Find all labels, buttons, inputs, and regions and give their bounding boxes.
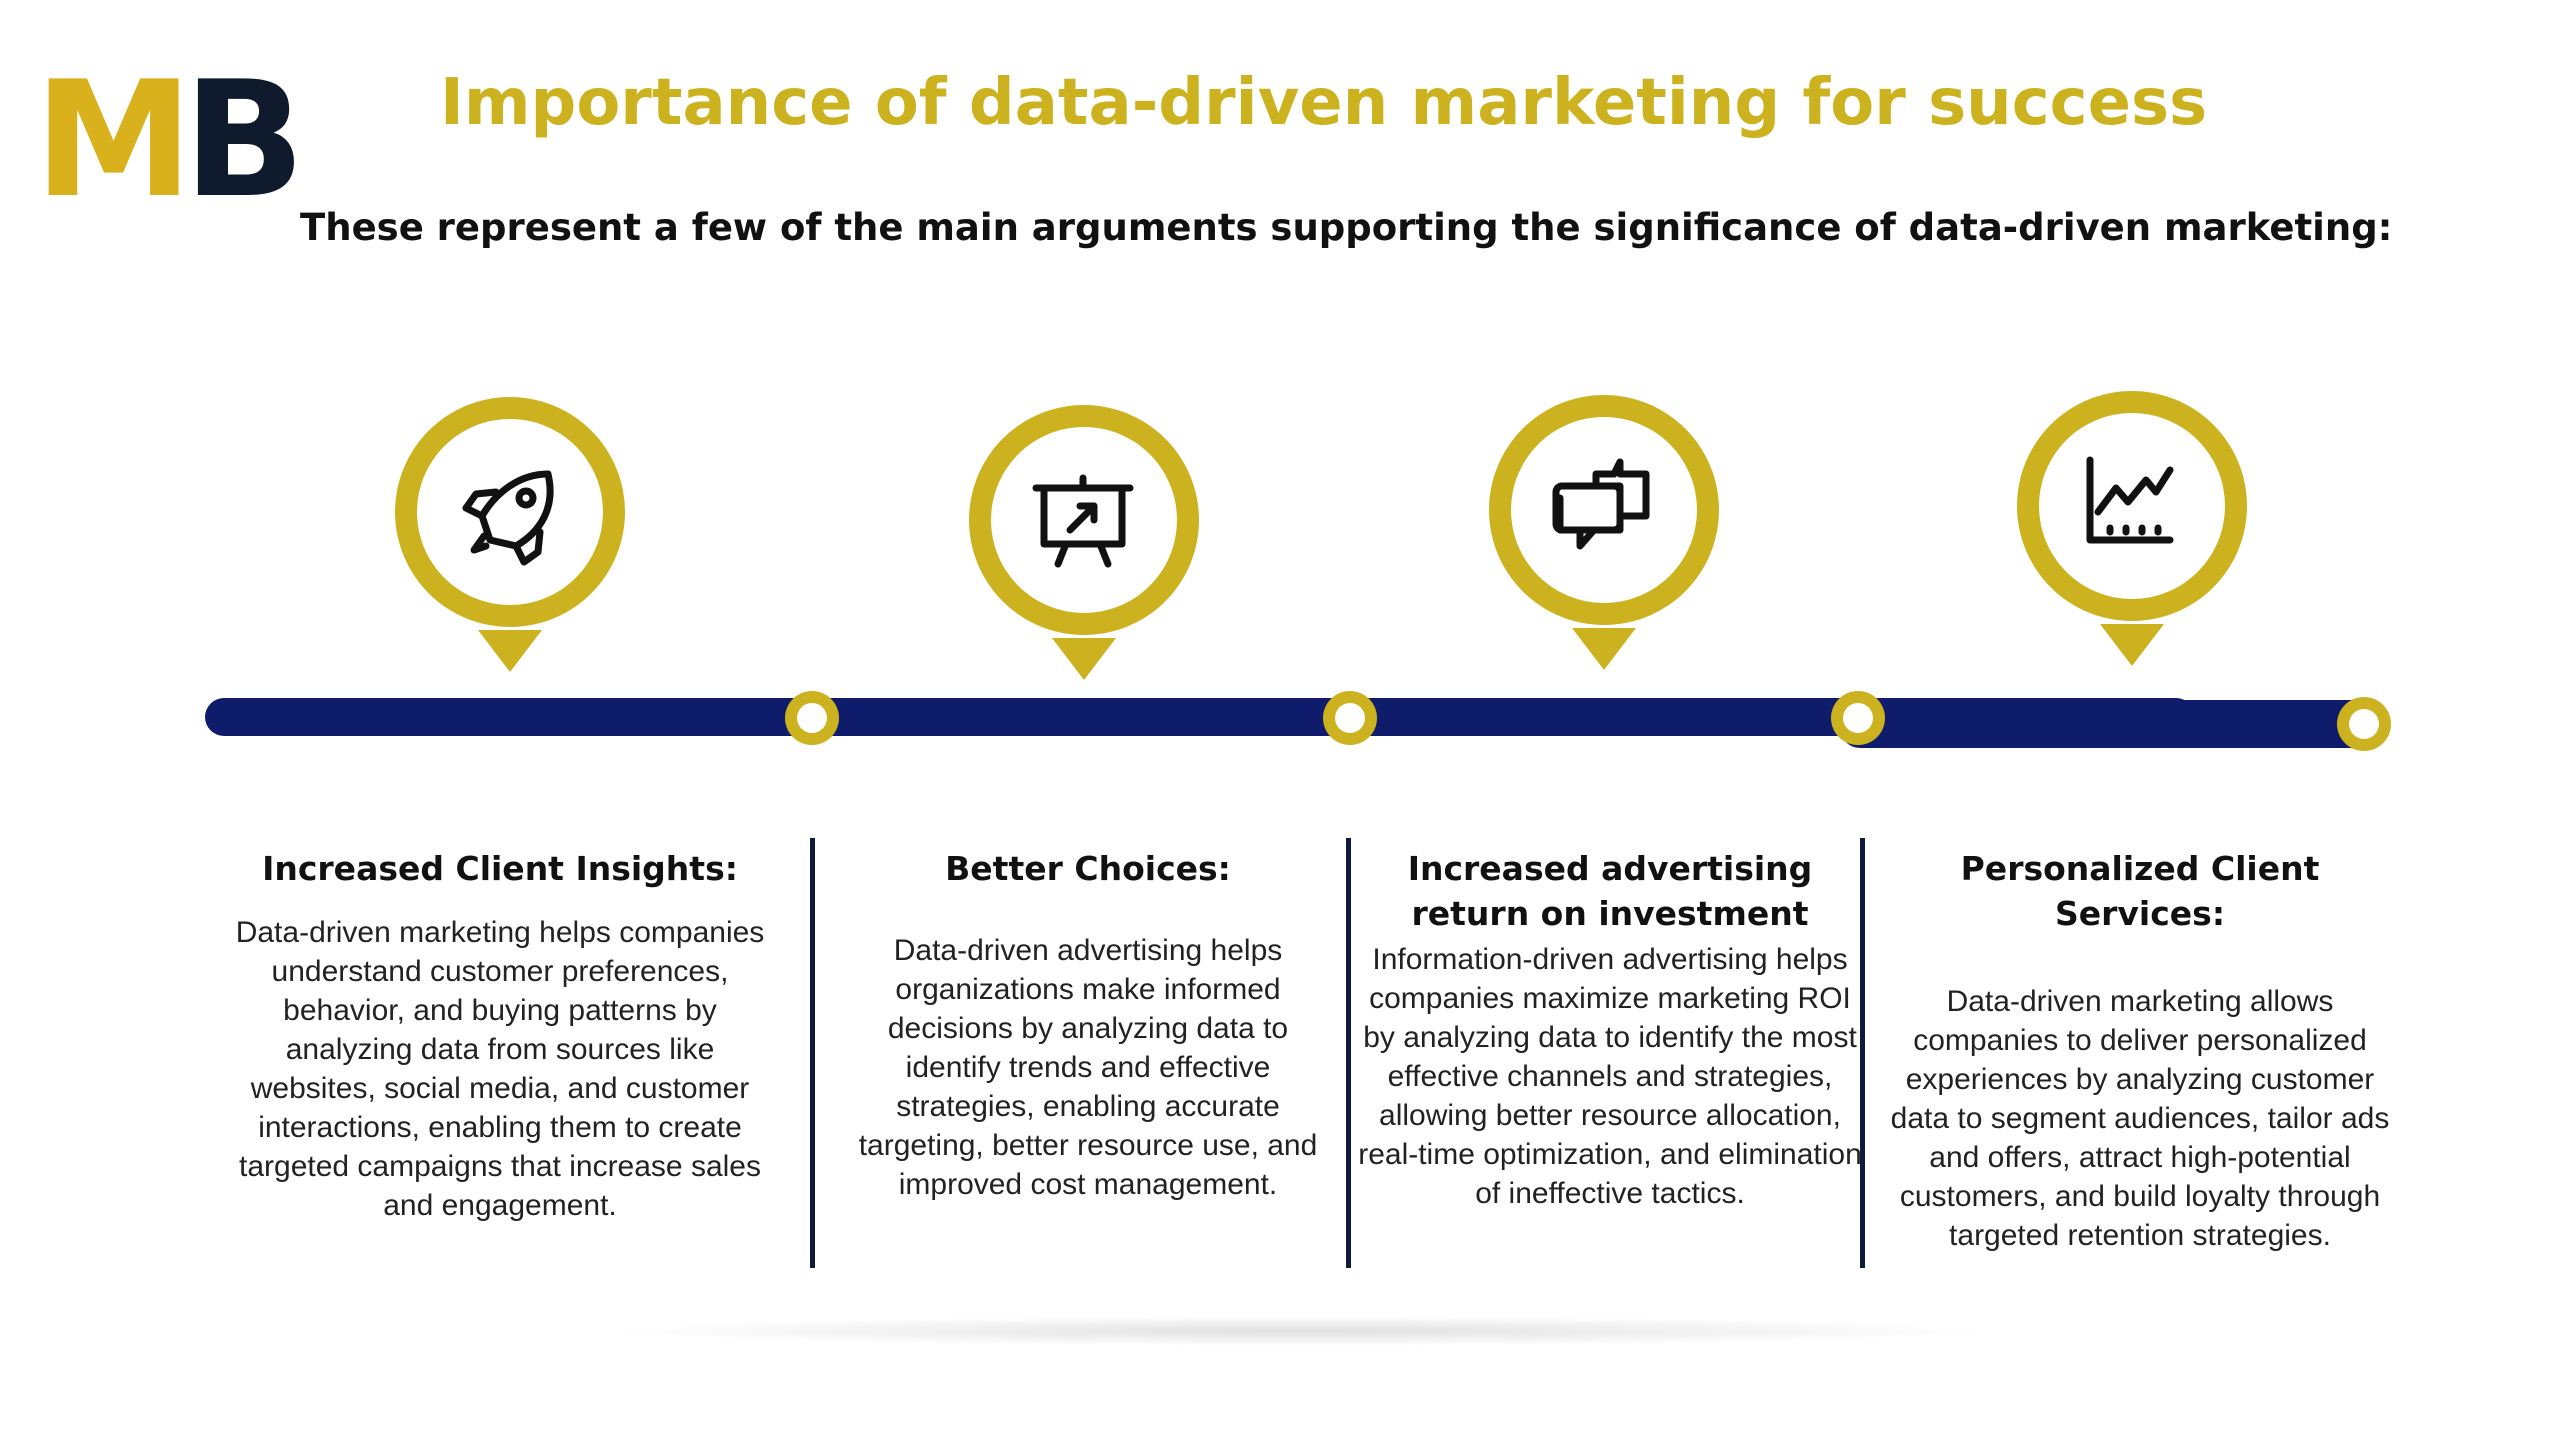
step-description: Data-driven marketing helps companies un… <box>235 916 765 1222</box>
step-card-better-choices: Better Choices: Data-driven advertising … <box>848 846 1328 1204</box>
chat-bubbles-icon <box>1552 458 1650 550</box>
step-heading: Better Choices: <box>945 849 1231 888</box>
floor-shadow <box>600 1316 2000 1346</box>
step-heading: Increased Client Insights: <box>262 849 738 888</box>
step-heading: Increased advertising return on investme… <box>1407 849 1813 933</box>
pin-marker <box>2017 391 2247 666</box>
line-chart-icon <box>2086 456 2174 544</box>
page-subtitle: These represent a few of the main argume… <box>300 206 2393 249</box>
logo-letter-m: M <box>34 46 193 233</box>
step-card-advertising-roi: Increased advertising return on investme… <box>1350 846 1870 1213</box>
logo-letter-b: B <box>183 46 305 233</box>
step-card-personalized-services: Personalized Client Services: Data-drive… <box>1880 846 2400 1255</box>
timeline-node <box>1831 691 1885 745</box>
timeline-node <box>1323 691 1377 745</box>
step-description: Information-driven advertising helps com… <box>1358 943 1862 1210</box>
step-heading: Personalized Client Services: <box>1960 849 2320 933</box>
rocket-icon <box>462 470 554 566</box>
step-card-client-insights: Increased Client Insights: Data-driven m… <box>230 846 770 1225</box>
timeline-bar <box>205 698 2380 748</box>
pin-marker <box>395 397 625 672</box>
step-description: Data-driven marketing allows companies t… <box>1890 985 2390 1252</box>
presentation-board-icon <box>1032 474 1134 568</box>
pin-marker <box>1489 395 1719 670</box>
column-divider <box>1860 838 1865 1268</box>
page-title: Importance of data-driven marketing for … <box>440 66 2208 140</box>
timeline-graphic <box>205 391 2391 751</box>
column-divider <box>810 838 815 1268</box>
timeline-node <box>785 691 839 745</box>
timeline-node <box>2337 697 2391 751</box>
column-divider <box>1346 838 1351 1268</box>
step-description: Data-driven advertising helps organizati… <box>858 934 1318 1201</box>
